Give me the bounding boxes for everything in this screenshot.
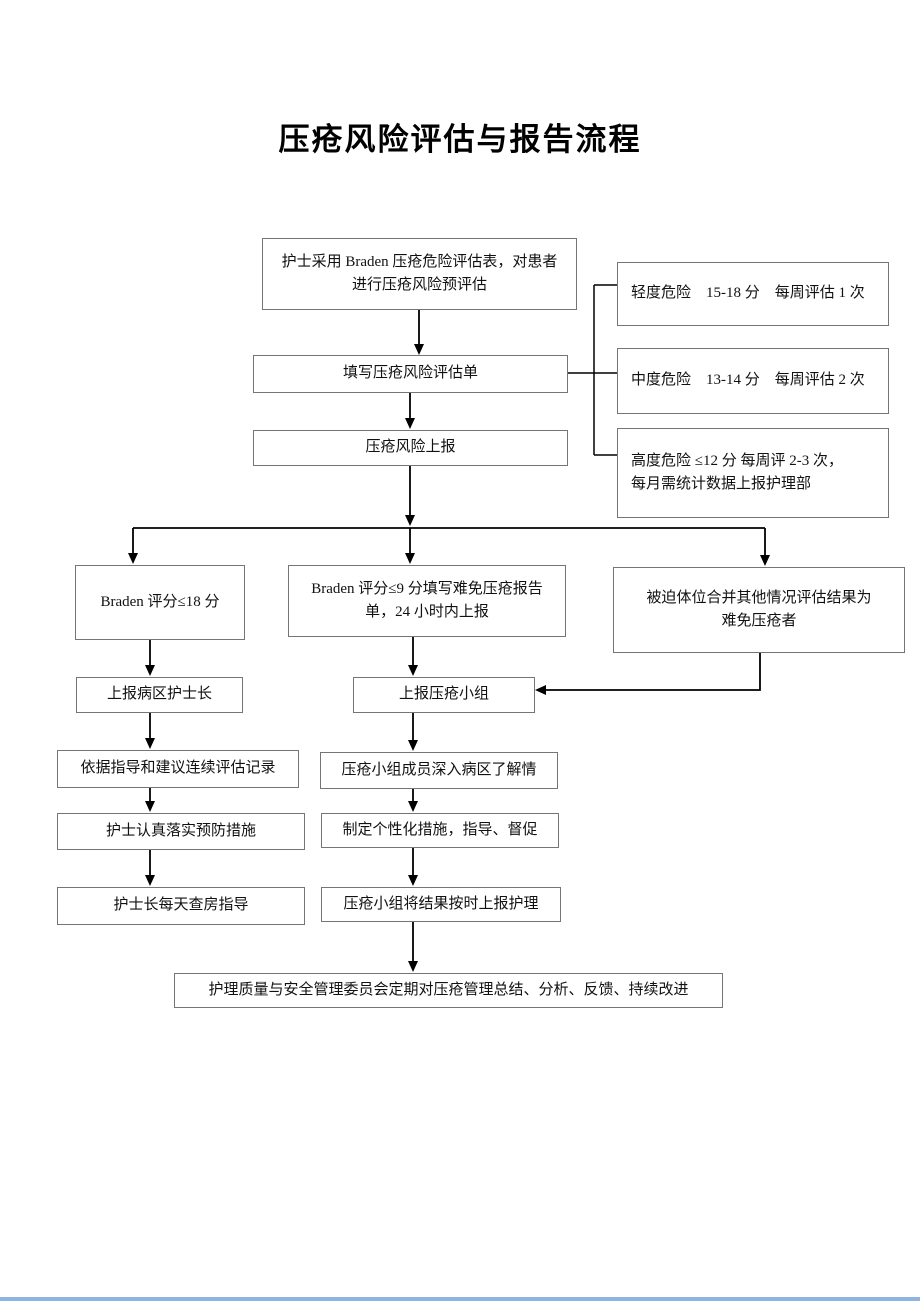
node-risk-report: 压疮风险上报 <box>253 430 568 466</box>
node-assess: 护士采用 Braden 压疮危险评估表，对患者 进行压疮风险预评估 <box>262 238 577 310</box>
node-braden-le9: Braden 评分≤9 分填写难免压疮报告 单，24 小时内上报 <box>288 565 566 637</box>
arrow-team-result-to-committee <box>408 922 418 972</box>
node-report-team: 上报压疮小组 <box>353 677 535 713</box>
arrow-branch-to-braden18 <box>128 528 138 564</box>
node-continuous-assessment: 依据指导和建议连续评估记录 <box>57 750 299 788</box>
arrow-continuous-to-implement <box>145 788 155 812</box>
arrow-implement-to-daily-rounds <box>145 850 155 886</box>
page-edge-line <box>0 1297 920 1301</box>
node-daily-rounds: 护士长每天查房指导 <box>57 887 305 925</box>
node-high-risk: 高度危险 ≤12 分 每周评 2-3 次， 每月需统计数据上报护理部 <box>617 428 889 518</box>
node-report-head-nurse: 上报病区护士长 <box>76 677 243 713</box>
page-title: 压疮风险评估与报告流程 <box>278 122 642 157</box>
arrow-team-visit-to-personalized <box>408 789 418 812</box>
arrow-head-nurse-to-continuous <box>145 713 155 749</box>
node-moderate-risk: 中度危险 13-14 分 每周评估 2 次 <box>617 348 889 414</box>
arrow-forced-position-to-report-team <box>535 653 761 695</box>
node-fill-form: 填写压疮风险评估单 <box>253 355 568 393</box>
arrow-fill-form-to-risk-report <box>405 393 415 429</box>
node-team-report-result: 压疮小组将结果按时上报护理 <box>321 887 561 922</box>
arrow-braden9-to-report-team <box>408 637 418 676</box>
node-team-visit: 压疮小组成员深入病区了解情 <box>320 752 558 789</box>
node-implement-prevention: 护士认真落实预防措施 <box>57 813 305 850</box>
node-mild-risk: 轻度危险 15-18 分 每周评估 1 次 <box>617 262 889 326</box>
arrow-braden18-to-head-nurse <box>145 640 155 676</box>
arrow-report-team-to-team-visit <box>408 713 418 751</box>
arrow-branch-to-forced-position <box>760 528 770 566</box>
risk-level-bracket-lines <box>568 284 617 456</box>
arrow-assess-to-fill-form <box>414 310 424 355</box>
node-committee-review: 护理质量与安全管理委员会定期对压疮管理总结、分析、反馈、持续改进 <box>174 973 723 1008</box>
arrow-personalized-to-team-result <box>408 848 418 886</box>
arrow-branch-to-braden9 <box>405 528 415 564</box>
node-personalized-measures: 制定个性化措施，指导、督促 <box>321 813 559 848</box>
node-braden-le18: Braden 评分≤18 分 <box>75 565 245 640</box>
node-forced-position: 被迫体位合并其他情况评估结果为 难免压疮者 <box>613 567 905 653</box>
arrow-risk-report-to-branch <box>405 466 415 526</box>
